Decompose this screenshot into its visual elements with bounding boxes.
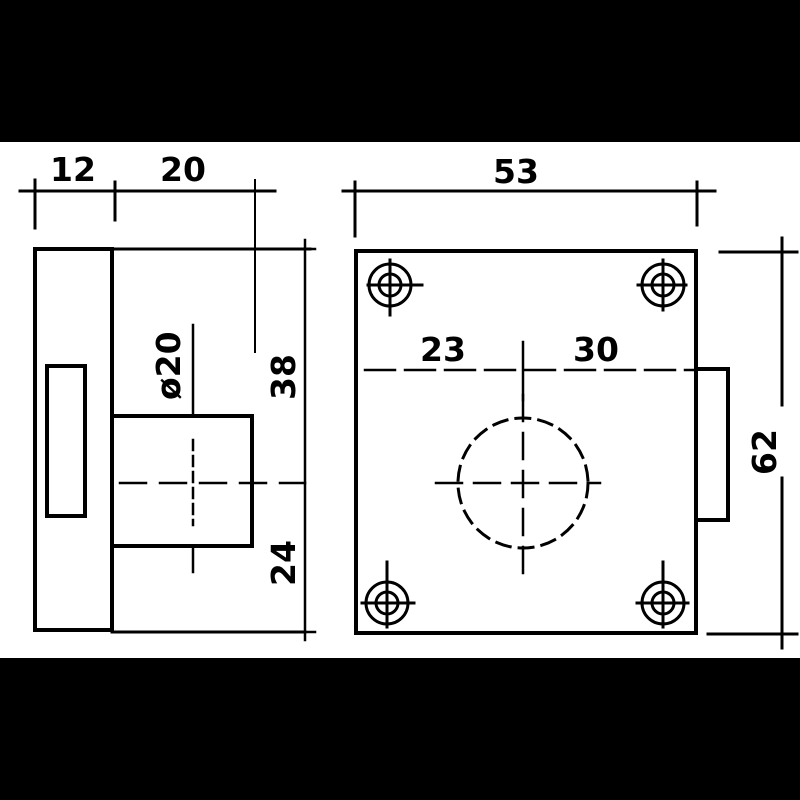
dim-left-to-axis: 23 [420,330,466,369]
dim-top-to-axis: 38 [264,354,303,400]
screw-hole-top-right [636,258,688,312]
screw-hole-top-left [366,258,424,317]
dim-body-depth: 20 [160,150,206,189]
cylinder-outline [110,414,254,548]
side-view [18,178,317,642]
dim-axis-to-bottom: 24 [264,540,303,586]
dimension-line-height [706,236,799,650]
bolt-outline [694,367,730,522]
dim-axis-to-right: 30 [573,330,619,369]
dimension-line-right [293,238,317,642]
keyhole-center-lines [434,393,602,577]
dimension-line-top-left [18,178,277,353]
screw-hole-bottom-left [360,560,416,629]
dim-flange-width: 12 [50,150,96,189]
center-lines [118,323,307,574]
front-view [341,180,799,650]
body-outline [110,247,312,634]
drawing-sheet [0,142,800,658]
dim-plate-height: 62 [745,429,784,475]
dim-plate-width: 53 [493,152,539,191]
screw-hole-bottom-right [635,560,690,629]
lock-plate [354,249,698,635]
dim-cylinder-diameter: ø20 [149,331,188,400]
dimension-line-width [341,180,717,238]
bolt-slot [45,364,87,518]
